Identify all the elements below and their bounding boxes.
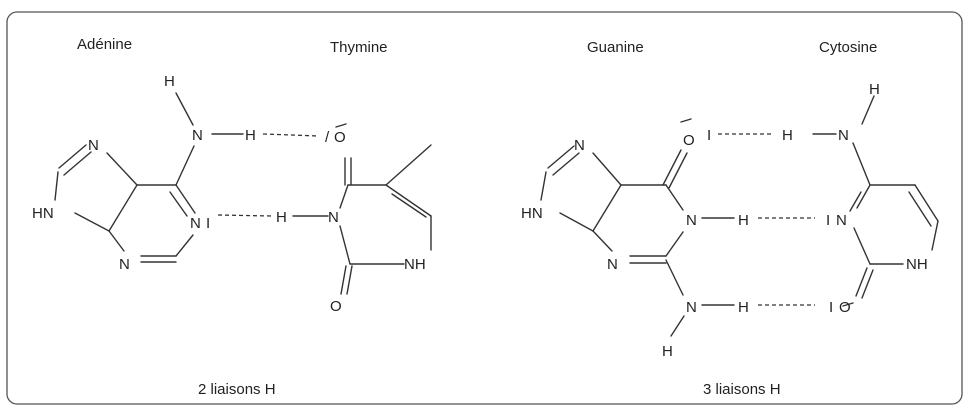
bond bbox=[547, 145, 575, 169]
atom-label: NH bbox=[404, 256, 426, 273]
atom-label: H bbox=[738, 212, 749, 229]
atom-label: O bbox=[334, 129, 346, 146]
bond bbox=[339, 184, 349, 209]
thymine-structure bbox=[292, 144, 432, 295]
bond bbox=[668, 152, 688, 189]
bond bbox=[849, 191, 862, 212]
atom-labels: H N H N HN N N I H / O N NH O N HN N O I… bbox=[32, 73, 928, 360]
guanine-name: Guanine bbox=[587, 39, 644, 56]
atom-label: O bbox=[683, 132, 695, 149]
thymine-name: Thymine bbox=[330, 39, 388, 56]
atom-label: N bbox=[686, 212, 697, 229]
atom-label: N bbox=[88, 137, 99, 154]
bond bbox=[108, 184, 138, 232]
atom-label: O bbox=[330, 298, 342, 315]
atom-label: N bbox=[328, 209, 339, 226]
bond bbox=[665, 184, 684, 211]
bond bbox=[106, 152, 138, 186]
bond bbox=[861, 95, 875, 125]
atom-label: H bbox=[662, 343, 673, 360]
atom-label: H bbox=[869, 81, 880, 98]
bond bbox=[63, 151, 92, 176]
bond bbox=[175, 184, 196, 214]
bond bbox=[340, 265, 347, 295]
bond bbox=[175, 92, 194, 126]
bond bbox=[385, 144, 432, 186]
bond bbox=[175, 145, 195, 186]
hydrogen-bond bbox=[217, 214, 273, 217]
atom-label: / bbox=[325, 129, 330, 146]
diagram-frame bbox=[6, 11, 963, 405]
bond bbox=[592, 184, 622, 232]
bond bbox=[665, 259, 684, 296]
atom-label: I bbox=[707, 127, 711, 144]
bond bbox=[856, 184, 871, 209]
bond bbox=[592, 152, 622, 186]
atom-label: N bbox=[190, 215, 201, 232]
caption-gc: 3 liaisons H bbox=[703, 381, 781, 398]
atom-label: N bbox=[607, 256, 618, 273]
atom-label: N bbox=[192, 127, 203, 144]
atom-label: H bbox=[276, 209, 287, 226]
atom-label: I bbox=[829, 299, 833, 316]
bond bbox=[346, 265, 353, 295]
atom-label: HN bbox=[521, 205, 543, 222]
bond bbox=[58, 144, 87, 169]
bond bbox=[931, 220, 939, 251]
atom-label: H bbox=[164, 73, 175, 90]
lone-pair-mark bbox=[842, 302, 854, 307]
bond bbox=[385, 184, 432, 217]
atom-label: O bbox=[839, 299, 851, 316]
bond bbox=[391, 193, 427, 218]
atom-label: N bbox=[119, 256, 130, 273]
bond bbox=[169, 191, 188, 217]
atom-label: NH bbox=[906, 256, 928, 273]
bond bbox=[853, 227, 871, 265]
bond bbox=[855, 267, 868, 297]
guanine-structure bbox=[540, 145, 735, 337]
cytosine-structure bbox=[812, 95, 939, 299]
bond bbox=[175, 234, 194, 257]
atom-label: H bbox=[738, 299, 749, 316]
bond bbox=[914, 184, 939, 222]
atom-label: H bbox=[245, 127, 256, 144]
bond bbox=[861, 269, 874, 299]
atom-label: I bbox=[826, 212, 830, 229]
lone-pair-mark bbox=[335, 123, 347, 128]
bond bbox=[662, 149, 682, 186]
caption-at: 2 liaisons H bbox=[198, 381, 276, 398]
cytosine-name: Cytosine bbox=[819, 39, 877, 56]
bond bbox=[108, 230, 125, 252]
atom-label: I bbox=[206, 215, 210, 232]
adenine-structure bbox=[54, 92, 244, 263]
atom-label: HN bbox=[32, 205, 54, 222]
bond bbox=[665, 231, 684, 257]
atom-label: H bbox=[782, 127, 793, 144]
atom-label: N bbox=[838, 127, 849, 144]
lone-pair-mark bbox=[680, 118, 692, 123]
bond bbox=[592, 230, 613, 252]
bond bbox=[74, 212, 110, 232]
bond bbox=[540, 171, 547, 201]
atom-label: N bbox=[686, 299, 697, 316]
hydrogen-bond bbox=[262, 133, 319, 137]
bond bbox=[339, 225, 351, 265]
atom-label: N bbox=[836, 212, 847, 229]
bond bbox=[552, 152, 580, 176]
atom-label: N bbox=[574, 137, 585, 154]
bond bbox=[852, 142, 871, 186]
bond bbox=[559, 212, 594, 232]
bond bbox=[670, 315, 685, 337]
adenine-name: Adénine bbox=[77, 36, 132, 53]
bond bbox=[54, 171, 59, 201]
bond bbox=[908, 191, 932, 227]
